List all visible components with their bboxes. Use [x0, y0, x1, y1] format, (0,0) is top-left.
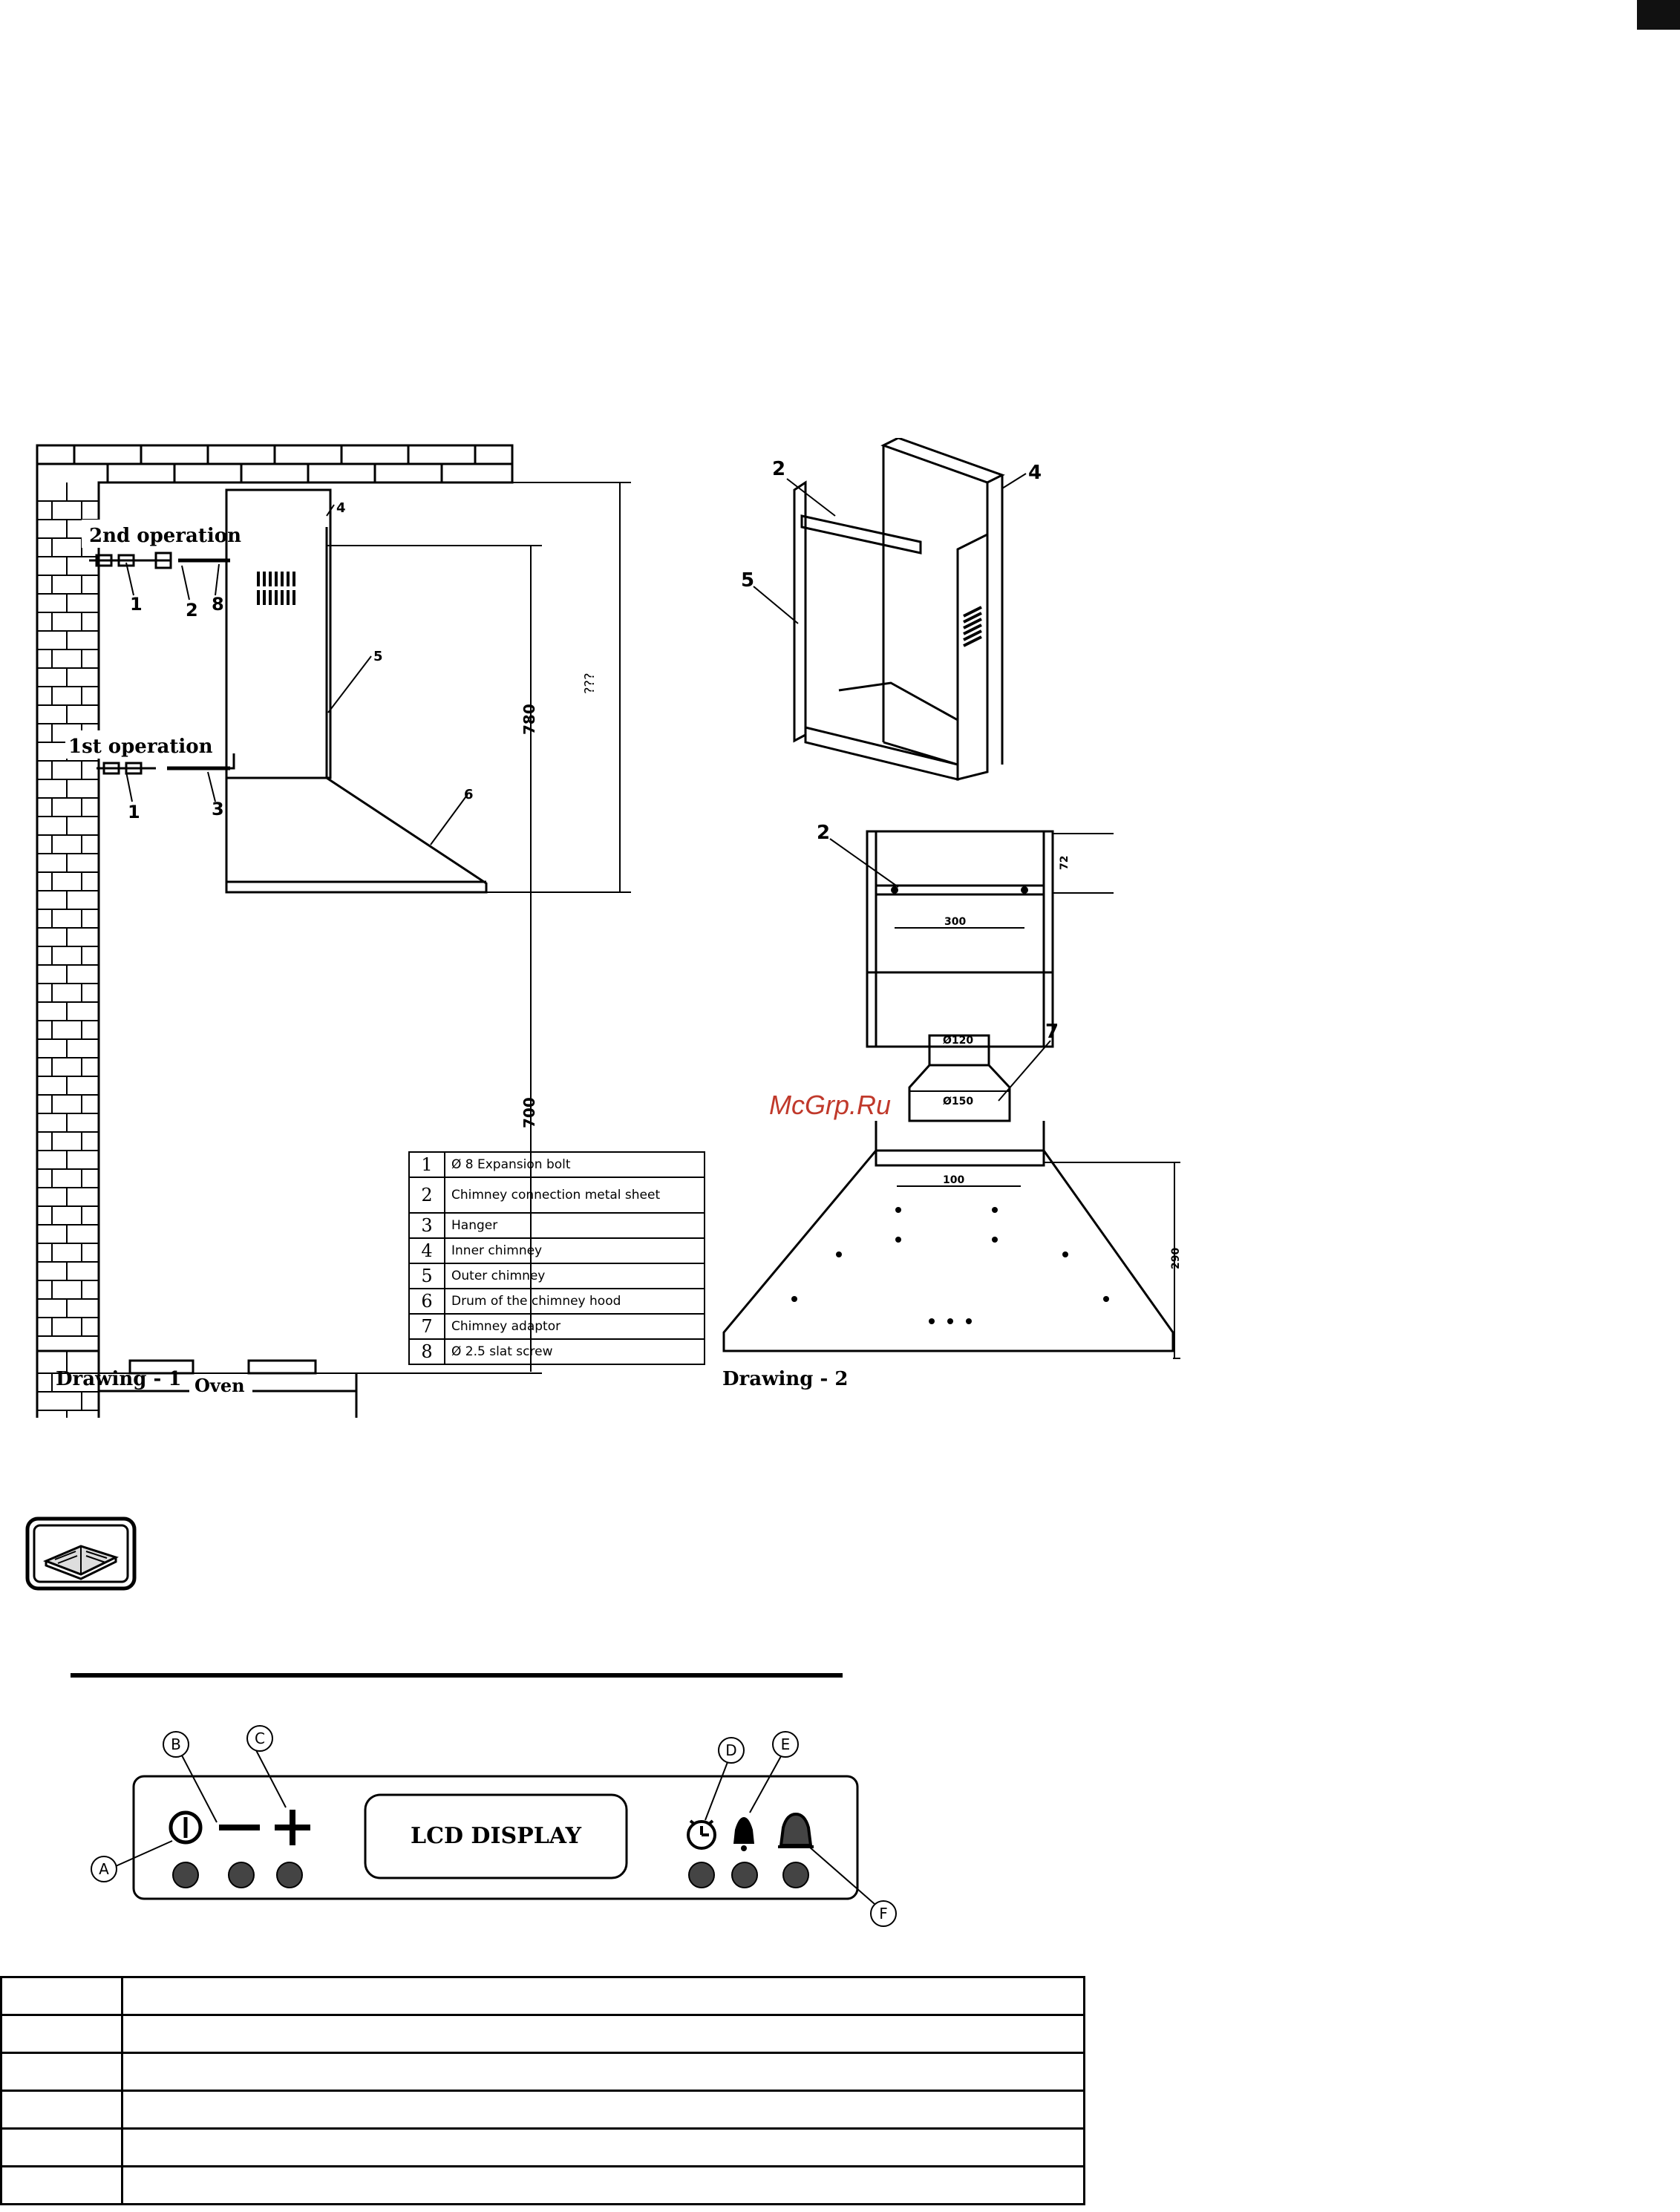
front-view-screws: [791, 886, 1109, 1324]
svg-text:100: 100: [943, 1174, 964, 1186]
drawing1-caption: Drawing - 1: [56, 1368, 182, 1390]
light-bell-icon: [778, 1812, 814, 1848]
drawing2-top-callouts: 2 4 5: [741, 458, 1042, 592]
svg-text:Ø120: Ø120: [943, 1035, 973, 1047]
svg-text:E: E: [781, 1735, 791, 1753]
svg-text:2: 2: [186, 600, 198, 621]
installation-drawings: 2nd operation 1st operation 1 2 8 4 5: [36, 438, 1182, 1418]
drawing2-dimensions: [895, 833, 1180, 1359]
table-row: [0, 2052, 1085, 2092]
svg-text:Ø150: Ø150: [943, 1096, 973, 1107]
chimney-perspective-slots: [963, 606, 982, 647]
table-row: [0, 2165, 1085, 2205]
svg-text:300: 300: [944, 916, 966, 928]
label-bg-2nd: [82, 520, 260, 548]
dim-780: 780: [520, 704, 538, 735]
svg-text:5: 5: [741, 569, 754, 592]
svg-text:72: 72: [1059, 856, 1071, 870]
svg-text:7: 7: [1045, 1021, 1059, 1043]
dim-700: 700: [520, 1097, 538, 1128]
svg-text:C: C: [255, 1730, 265, 1747]
svg-text:5: 5: [373, 649, 383, 664]
watermark: McGrp.Ru: [769, 1090, 892, 1120]
svg-text:290: 290: [1170, 1248, 1182, 1269]
function-table: [0, 1976, 1085, 2205]
bolt-2nd: [89, 552, 230, 569]
svg-text:1: 1: [130, 594, 143, 615]
label-1st-operation: 1st operation: [68, 736, 213, 758]
hood-front-view: [722, 830, 1174, 1352]
drawing2-bottom-callouts: 2 7: [817, 822, 1059, 1043]
svg-text:D: D: [725, 1741, 736, 1759]
clock-icon: [687, 1819, 716, 1850]
table-row: [0, 2127, 1085, 2167]
hood-side-view: [225, 488, 488, 894]
brick-courses-vertical: [37, 482, 99, 1337]
drawing2-caption: Drawing - 2: [722, 1368, 849, 1390]
svg-text:4: 4: [1028, 462, 1042, 484]
section-divider: [71, 1673, 843, 1678]
svg-text:8: 8: [212, 594, 224, 615]
label-bg-1st: [65, 730, 243, 759]
svg-text:2: 2: [817, 822, 830, 844]
drawing1-callouts: 1 2 8 4 5 1 3 6: [128, 500, 474, 822]
svg-text:F: F: [879, 1905, 888, 1923]
drawing1-leaders: [125, 504, 468, 845]
lcd-display-label: LCD DISPLAY: [411, 1823, 581, 1849]
corner-tab: [1637, 0, 1680, 30]
bolt-1st: [97, 753, 235, 775]
svg-text:3: 3: [212, 799, 224, 819]
table-row: [0, 2014, 1085, 2054]
drawing2-dim-labels: 300 Ø120 Ø150 100 290 72: [943, 856, 1182, 1269]
chimney-perspective: [793, 438, 1005, 781]
marker-leaders: [115, 1750, 875, 1905]
manual-book-icon: [25, 1516, 137, 1591]
svg-text:6: 6: [464, 787, 474, 802]
label-2nd-operation: 2nd operation: [89, 525, 241, 547]
svg-text:4: 4: [336, 500, 346, 516]
svg-text:A: A: [99, 1860, 109, 1878]
power-icon: [169, 1810, 203, 1845]
table-row: [0, 2090, 1085, 2130]
panel-buttons: [172, 1862, 809, 1888]
vent-slots: [257, 572, 295, 605]
bell-icon: [733, 1817, 754, 1851]
svg-text:1: 1: [128, 802, 140, 822]
marker-letters: A B C D E F: [99, 1730, 888, 1923]
marker-circles: [91, 1725, 897, 1927]
plus-icon: [275, 1810, 310, 1845]
svg-text:B: B: [171, 1735, 181, 1753]
oven-label: Oven: [195, 1375, 245, 1396]
control-panel-diagram: A B C D E F: [91, 1725, 897, 1927]
svg-text:2: 2: [772, 458, 785, 480]
table-row: [0, 1976, 1085, 2016]
dim-outer: ???: [582, 673, 598, 694]
